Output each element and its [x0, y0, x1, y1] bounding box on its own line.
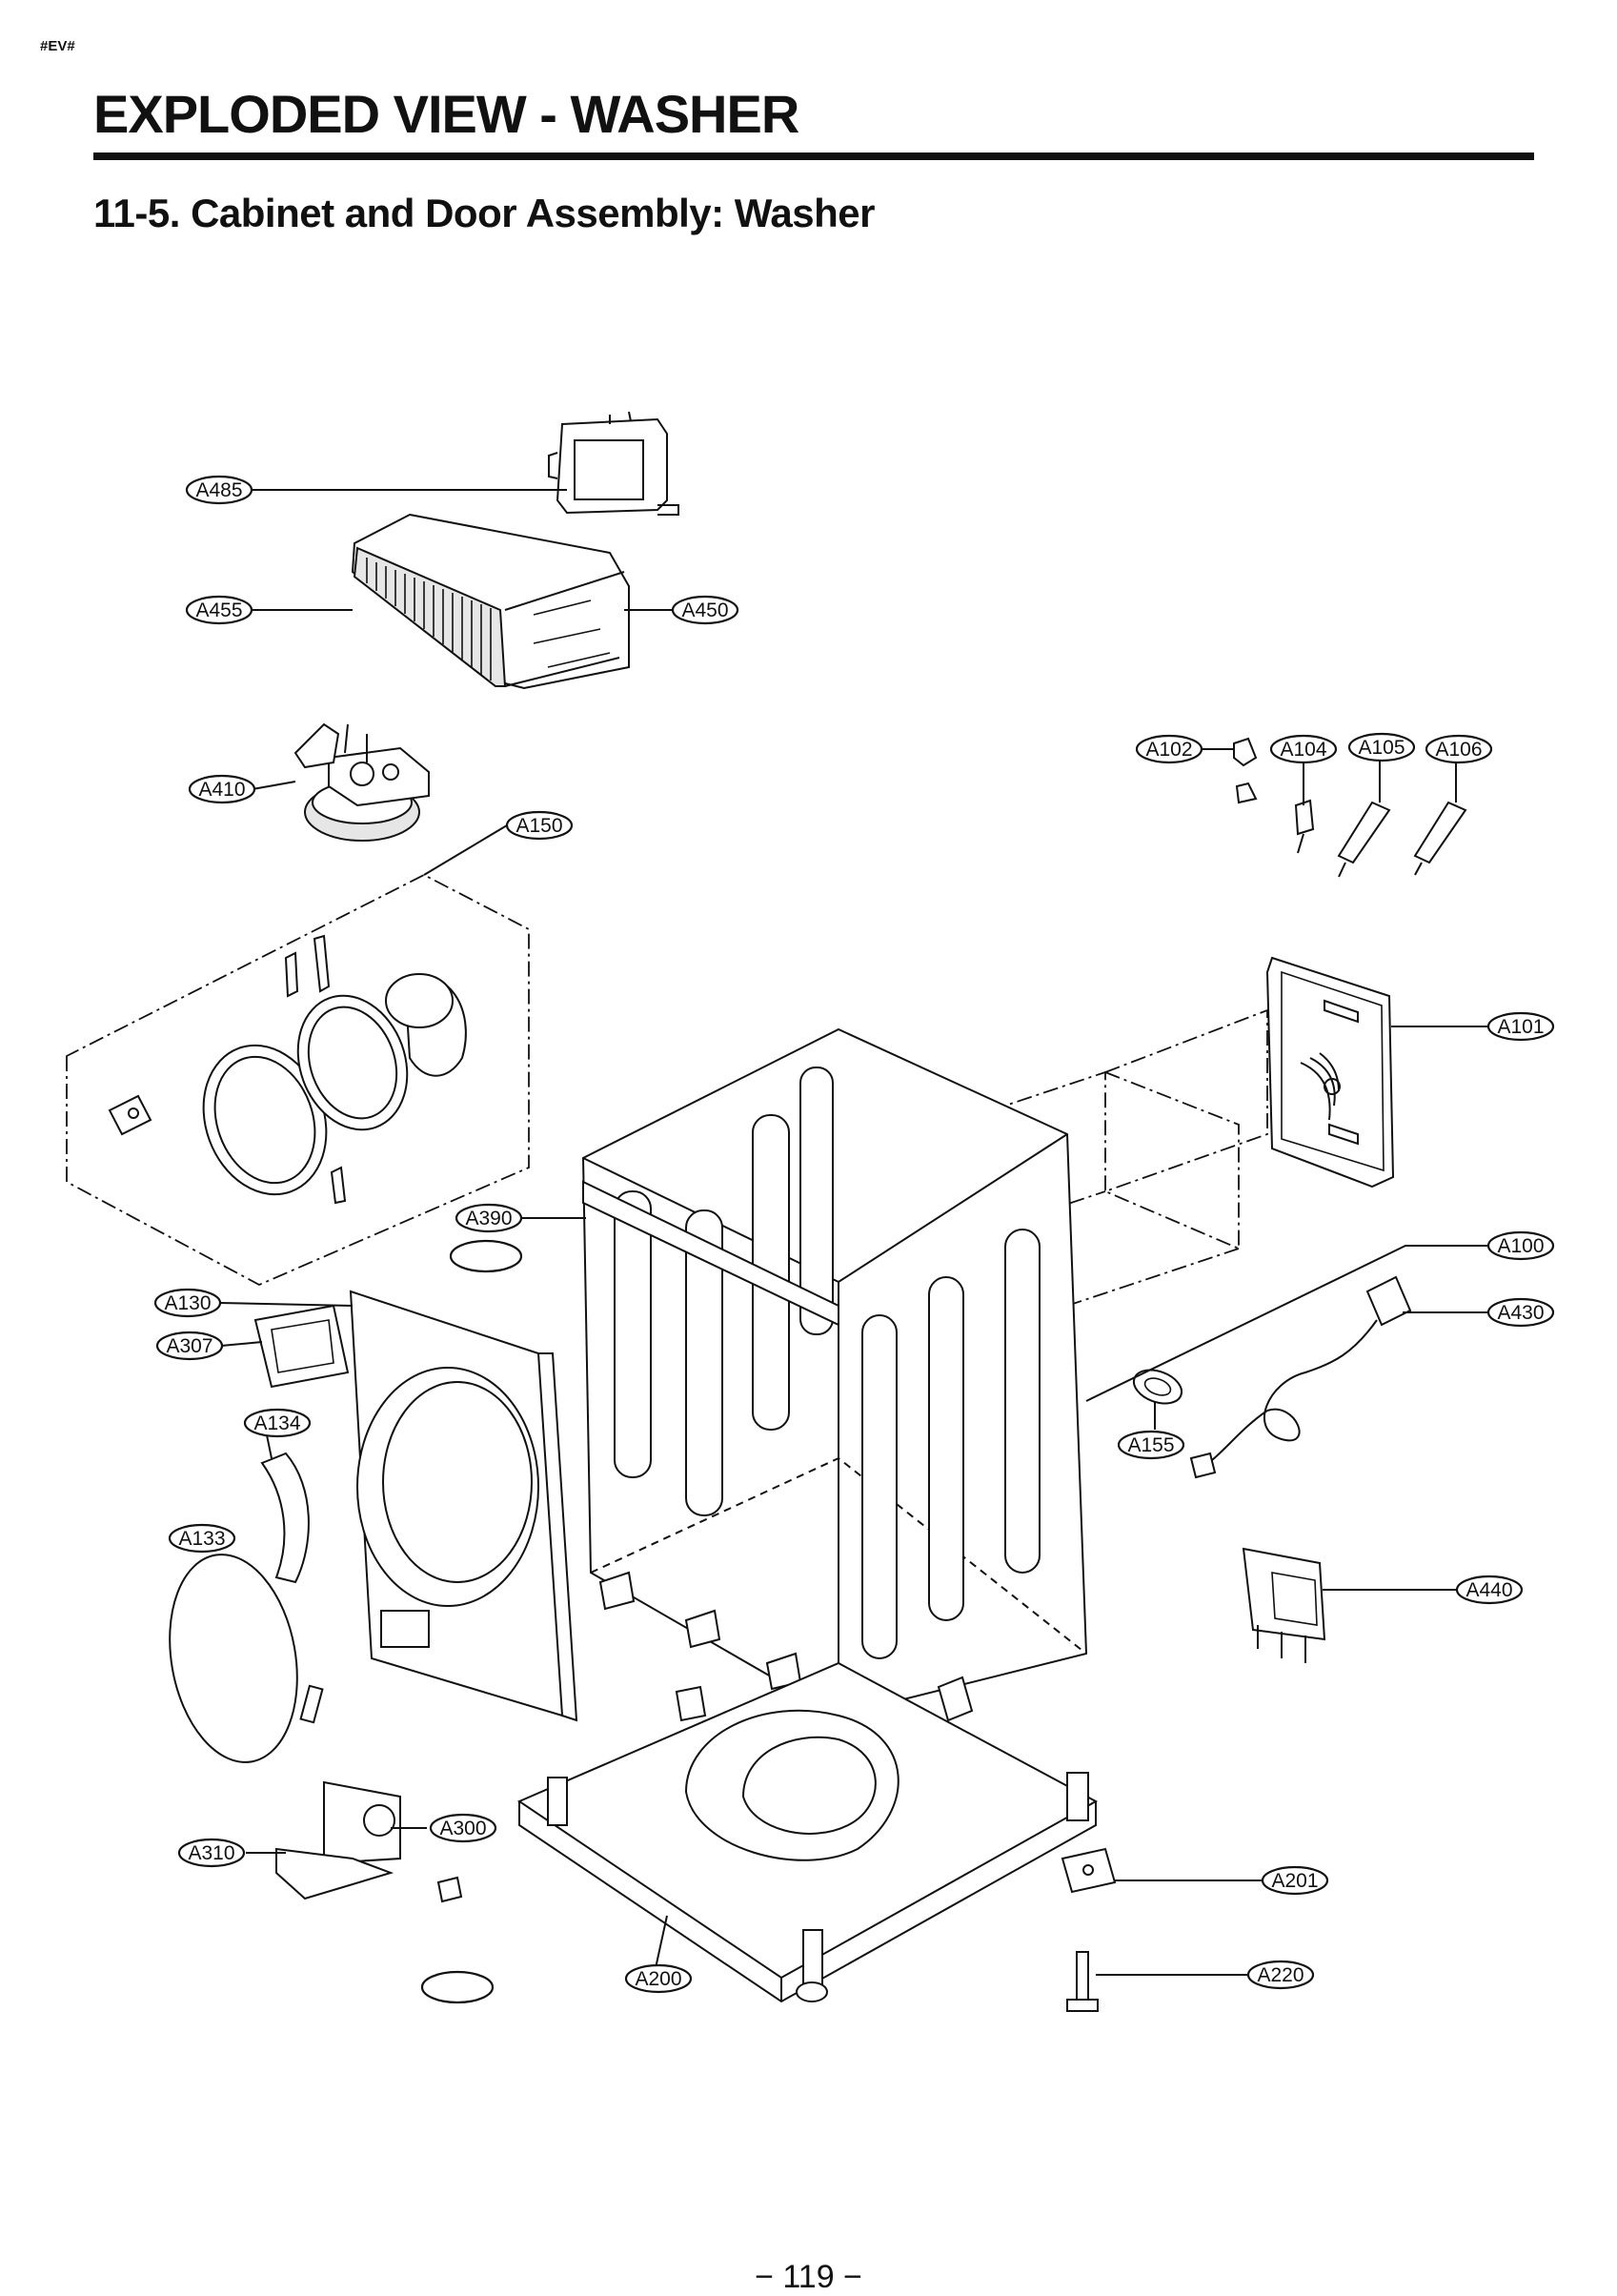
callout-label: A133 — [178, 1528, 225, 1550]
callout-label: A155 — [1127, 1434, 1174, 1456]
callout-a104: A104 — [1269, 734, 1338, 764]
callout-label: A410 — [198, 779, 245, 801]
callout-a201: A201 — [1261, 1865, 1329, 1896]
part-a134-a133-door-parts — [169, 1452, 324, 1763]
callout-label: A390 — [465, 1208, 512, 1229]
callout-label: A450 — [681, 599, 728, 621]
callout-label: A485 — [195, 479, 242, 501]
part-a440-noise-filter — [1242, 1547, 1326, 1663]
part-a410-water-valve — [293, 722, 430, 842]
callout-a440: A440 — [1455, 1575, 1524, 1605]
document-tag: #EV# — [40, 38, 75, 54]
page-title: EXPLODED VIEW - WASHER — [93, 84, 799, 144]
callout-a310: A310 — [177, 1838, 246, 1868]
title-rule — [93, 152, 1534, 160]
callout-a155: A155 — [1117, 1430, 1185, 1460]
callout-a134: A134 — [243, 1408, 312, 1438]
callout-label: A100 — [1497, 1235, 1544, 1257]
part-a201-a220-leveling-feet — [1061, 1847, 1117, 2012]
callout-a430: A430 — [1486, 1297, 1555, 1328]
page-number: − 119 − — [755, 2259, 862, 2295]
callout-label: A106 — [1435, 739, 1482, 761]
callout-a105: A105 — [1347, 732, 1416, 762]
callout-a390: A390 — [455, 1203, 523, 1233]
callout-a200: A200 — [624, 1963, 693, 1994]
leader-lines — [218, 489, 1491, 1976]
callout-a455: A455 — [185, 595, 253, 625]
callout-label: A300 — [439, 1818, 486, 1839]
part-a455-a450-filter-assembly — [351, 513, 630, 690]
callout-a307: A307 — [155, 1331, 224, 1361]
callout-label: A455 — [195, 599, 242, 621]
part-a485-control-housing — [548, 411, 679, 516]
callout-label: A310 — [188, 1842, 234, 1864]
callout-a102: A102 — [1135, 734, 1203, 764]
callout-label: A200 — [635, 1968, 681, 1990]
callout-blank-1 — [449, 1239, 523, 1273]
callout-a220: A220 — [1246, 1960, 1315, 1990]
callout-a150: A150 — [505, 810, 574, 841]
part-a102-a106-small-parts — [1233, 737, 1467, 878]
callout-a133: A133 — [168, 1523, 236, 1554]
callout-label: A150 — [515, 815, 562, 837]
part-a130-front-panel — [253, 1290, 578, 1722]
callout-label: A134 — [253, 1412, 300, 1434]
part-a155-grommet — [1132, 1369, 1183, 1405]
callout-a300: A300 — [429, 1813, 497, 1843]
callout-label: A440 — [1465, 1579, 1512, 1601]
callout-a450: A450 — [671, 595, 739, 625]
callout-label: A201 — [1271, 1870, 1318, 1892]
part-a300-a310-drawer — [275, 1780, 463, 1903]
callout-blank-2 — [420, 1970, 495, 2004]
callout-label: A130 — [164, 1292, 211, 1314]
callout-label: A101 — [1497, 1016, 1544, 1038]
part-a430-power-cord — [1189, 1275, 1412, 1479]
callout-label: A430 — [1497, 1302, 1544, 1324]
section-subtitle: 11-5. Cabinet and Door Assembly: Washer — [93, 191, 875, 235]
part-a200-base-frame — [516, 1661, 1099, 2003]
callout-label: A220 — [1257, 1964, 1304, 1986]
callout-label: A105 — [1358, 737, 1405, 759]
part-cabinet-frame — [581, 1027, 1088, 1717]
callout-label: A102 — [1145, 739, 1192, 761]
callout-a130: A130 — [153, 1288, 222, 1318]
callout-a106: A106 — [1425, 734, 1493, 764]
callout-a100: A100 — [1486, 1230, 1555, 1261]
callout-label: A104 — [1280, 739, 1326, 761]
callout-a410: A410 — [188, 774, 256, 804]
part-a101-back-cover — [990, 956, 1395, 1316]
part-a150-door-assembly — [66, 873, 530, 1286]
callout-label: A307 — [166, 1335, 212, 1357]
callout-a101: A101 — [1486, 1011, 1555, 1042]
callout-a485: A485 — [185, 475, 253, 505]
